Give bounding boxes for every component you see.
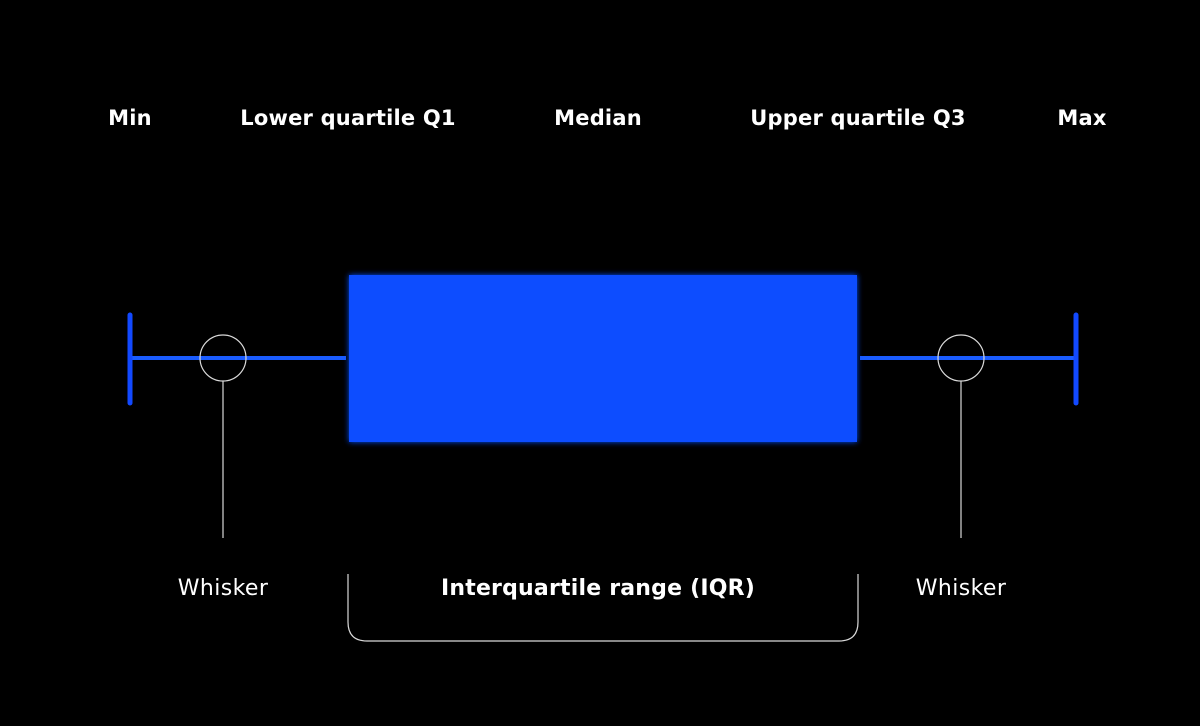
label-max: Max xyxy=(1057,106,1107,130)
right-whisker-label: Whisker xyxy=(915,576,1007,601)
label-median: Median xyxy=(554,106,642,130)
label-upper-quartile: Upper quartile Q3 xyxy=(750,106,966,130)
iqr-bracket xyxy=(347,574,859,642)
label-lower-quartile: Lower quartile Q1 xyxy=(240,106,456,130)
left-whisker-label: Whisker xyxy=(177,576,269,601)
iqr-label: Interquartile range (IQR) xyxy=(440,576,756,601)
label-min: Min xyxy=(108,106,152,130)
